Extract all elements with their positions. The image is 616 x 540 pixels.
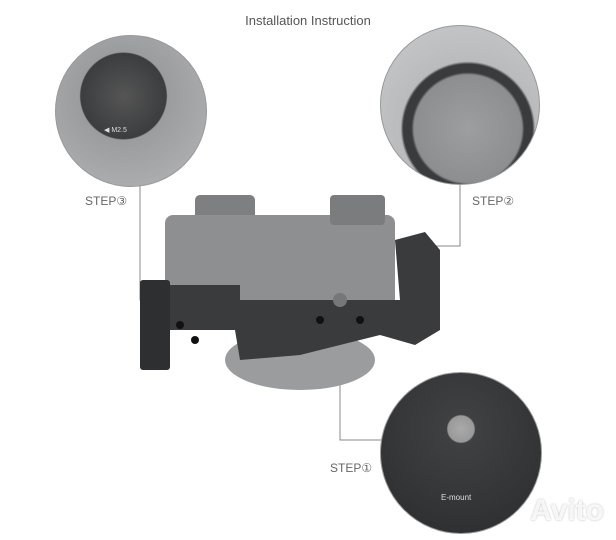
screw-size-label: ◀ M2.5	[104, 127, 127, 134]
step2-label: STEP②	[472, 194, 515, 208]
camera-cage	[140, 232, 440, 370]
avito-watermark: Avito	[530, 494, 604, 527]
detail-circle-step1: E-mount	[380, 372, 542, 534]
detail-circle-step3: ◀ M2.5	[55, 35, 207, 187]
detail-circle-step2	[380, 25, 540, 185]
leader-line-step2	[432, 182, 461, 247]
mount-label: E-mount	[441, 493, 472, 502]
title: Installation Instruction	[245, 13, 371, 28]
step3-label: STEP③	[85, 194, 128, 208]
step1-label: STEP①	[330, 461, 373, 475]
